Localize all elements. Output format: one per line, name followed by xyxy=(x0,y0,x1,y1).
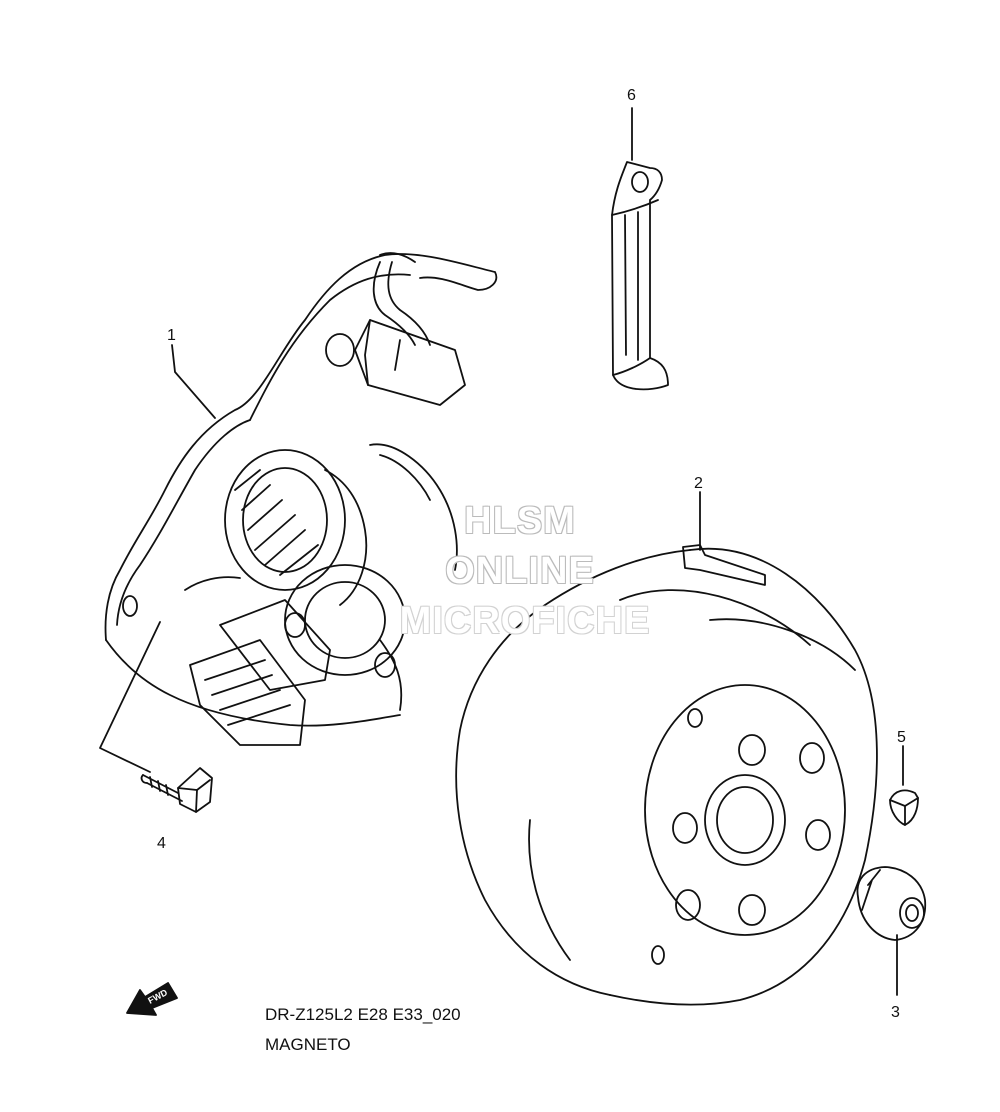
diagram-code: DR-Z125L2 E28 E33_020 xyxy=(265,1005,461,1024)
bolt-part xyxy=(140,767,213,813)
watermark-line-2: ONLINE xyxy=(445,550,595,592)
key-part xyxy=(889,789,919,826)
clamp-part xyxy=(611,161,669,391)
leader-line-4a xyxy=(99,621,161,773)
stator-part xyxy=(104,252,498,746)
callout-4: 4 xyxy=(157,835,166,852)
diagram-title: MAGNETO xyxy=(265,1035,351,1054)
watermark-line-3: MICROFICHE xyxy=(399,600,651,642)
callout-1: 1 xyxy=(167,327,176,344)
rotor-part xyxy=(455,544,878,1006)
nut-part xyxy=(856,866,927,941)
watermark-line-1: HLSM xyxy=(464,500,576,542)
leader-line-1 xyxy=(171,344,216,419)
callout-6: 6 xyxy=(627,87,636,104)
callout-2: 2 xyxy=(694,475,703,492)
callout-3: 3 xyxy=(891,1004,900,1021)
callout-5: 5 xyxy=(897,729,906,746)
fwd-arrow-icon xyxy=(126,982,178,1016)
